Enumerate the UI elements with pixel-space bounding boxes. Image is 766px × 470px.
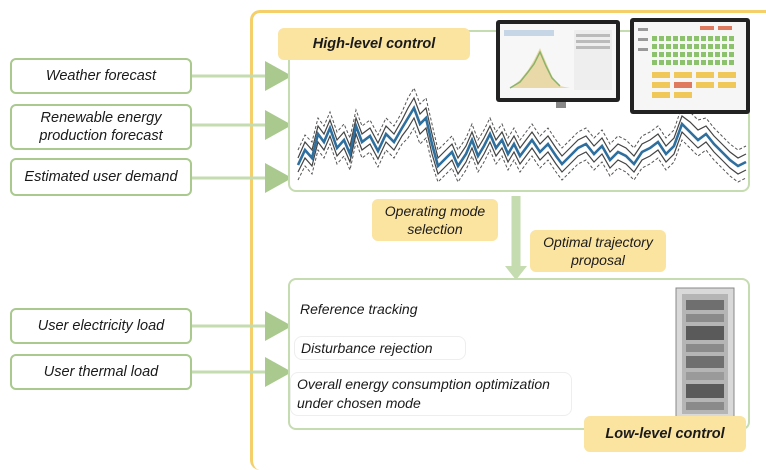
- input-electricity-load: User electricity load: [10, 308, 192, 344]
- low-level-item-disturbance-rejection: Disturbance rejection: [294, 336, 466, 360]
- input-weather-forecast: Weather forecast: [10, 58, 192, 94]
- monitor-chart-image: [496, 20, 620, 108]
- operating-mode-tag: Operating mode selection: [372, 199, 498, 241]
- input-estimated-demand: Estimated user demand: [10, 158, 192, 196]
- monitor-grid-image: [630, 18, 750, 114]
- input-renewable-forecast: Renewable energy production forecast: [10, 104, 192, 150]
- series-main: [296, 105, 747, 169]
- series-upper-band: [297, 86, 747, 152]
- arrow-down-head: [505, 266, 527, 280]
- series-lower-band: [297, 126, 747, 184]
- high-level-title: High-level control: [278, 28, 470, 60]
- series-lower-mid: [297, 116, 747, 176]
- low-level-item-energy-optimization: Overall energy consumption optimization …: [290, 372, 572, 416]
- trajectory-tag: Optimal trajectory proposal: [530, 230, 666, 272]
- input-thermal-load: User thermal load: [10, 354, 192, 390]
- system-frame: [250, 10, 766, 470]
- series-upper-mid: [297, 96, 747, 160]
- low-level-item-reference-tracking: Reference tracking: [294, 298, 444, 322]
- low-level-title: Low-level control: [584, 416, 746, 452]
